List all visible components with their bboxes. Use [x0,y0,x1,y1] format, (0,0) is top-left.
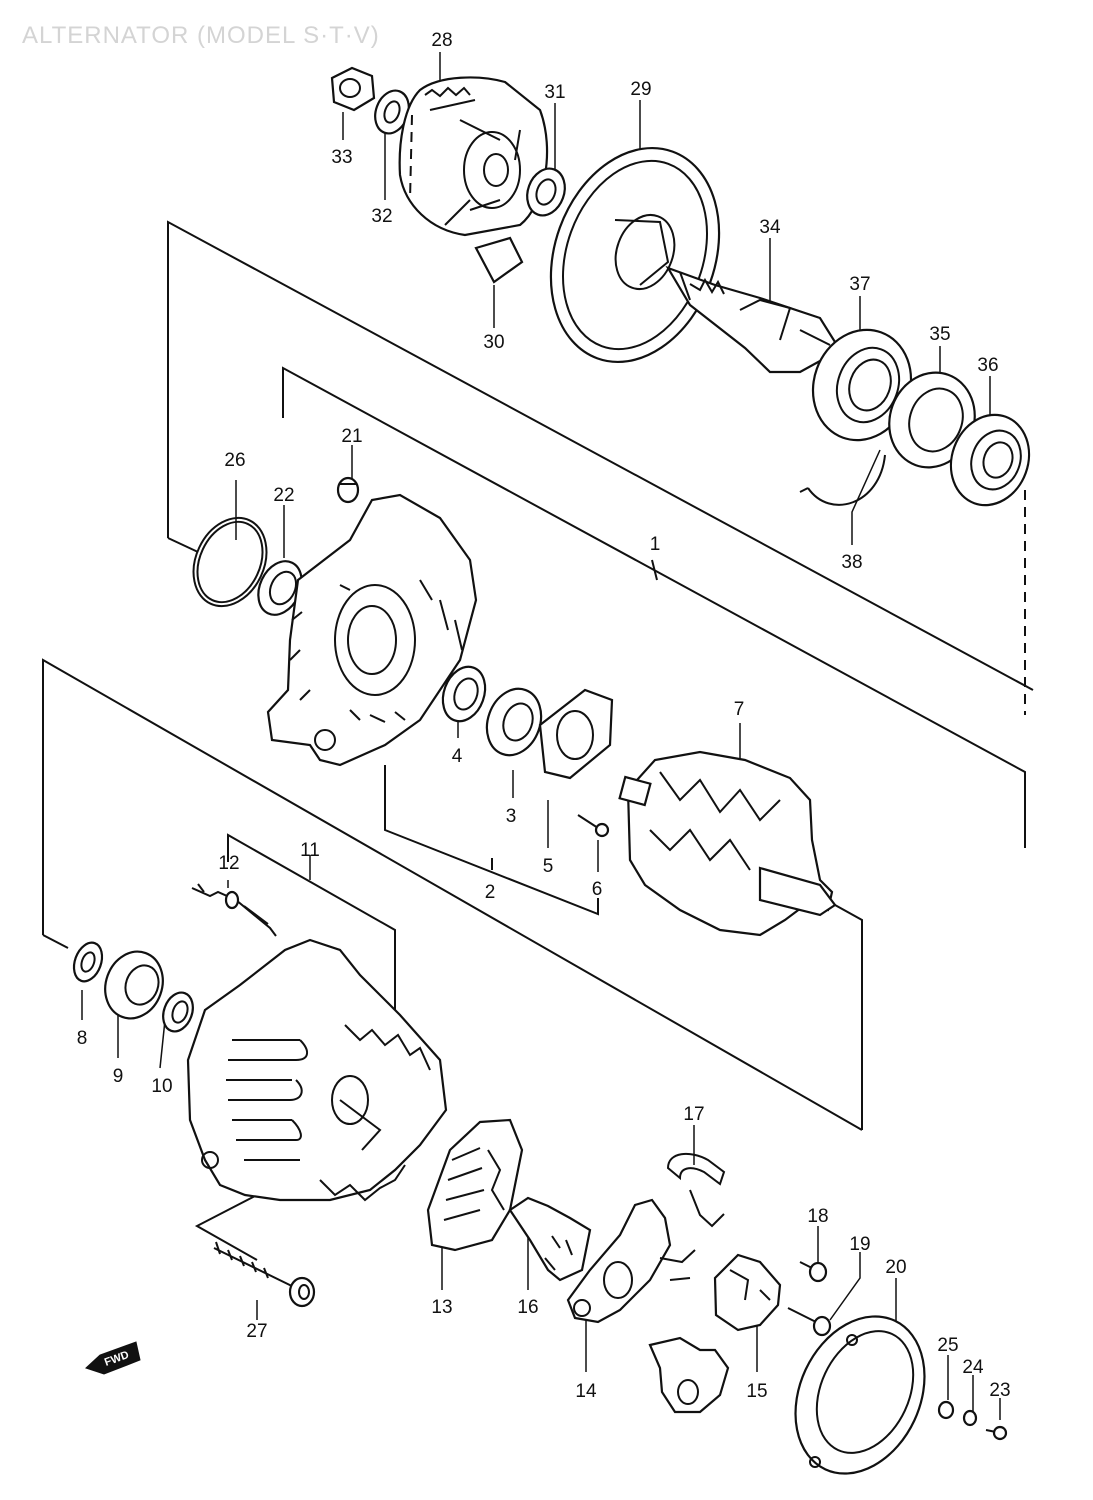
callout-33: 33 [331,147,352,168]
part-28-pulley [398,76,549,237]
callout-8: 8 [77,1028,88,1049]
callout-29: 29 [630,79,651,100]
callout-24: 24 [962,1357,984,1378]
part-8-washer [72,941,104,983]
callout-21: 21 [341,426,362,447]
callout-12: 12 [218,853,239,874]
part-29-flywheel [549,146,721,364]
callout-28: 28 [431,30,452,51]
callout-20: 20 [885,1257,906,1278]
callout-numbers: 1 2 3 4 5 6 7 8 9 10 11 12 13 14 15 16 1… [77,30,1011,1402]
part-10-seal [162,991,194,1033]
part-33-nut [330,66,376,112]
callout-30: 30 [483,332,504,353]
part-17-connector [666,1152,726,1228]
callout-23: 23 [989,1380,1010,1401]
callout-34: 34 [759,217,781,238]
part-18-screw [799,1261,828,1283]
callout-5: 5 [543,856,554,877]
part-14-regulator-bracket [566,1198,696,1324]
callout-27: 27 [246,1321,267,1342]
callout-6: 6 [592,879,603,900]
part-14-lower-piece [648,1336,730,1414]
part-23-screw [985,1425,1008,1441]
part-22-seal [257,560,303,616]
part-31-spacer [526,167,566,217]
callout-36: 36 [977,355,998,376]
callout-31: 31 [544,82,565,103]
callout-1: 1 [650,534,661,555]
part-4-spacer [441,665,487,723]
callout-32: 32 [371,206,392,227]
callout-26: 26 [224,450,245,471]
callout-16: 16 [517,1297,538,1318]
callout-35: 35 [929,324,950,345]
part-36-bearing [949,413,1031,507]
part-38-circlip [799,454,886,506]
part-9-bearing [104,950,164,1020]
part-7-rotor [618,750,837,937]
drive-end-housing [266,493,478,767]
callout-22: 22 [273,485,294,506]
callout-7: 7 [734,699,745,720]
part-34-shaft [665,265,842,374]
callout-37: 37 [849,274,870,295]
part-19-screw [787,1307,832,1337]
part-26-o-ring [192,516,268,608]
part-27-bolt [213,1241,316,1308]
forward-arrow-icon: FWD [85,1341,141,1375]
part-12-stud [191,883,277,937]
callout-11: 11 [300,840,320,861]
callout-3: 3 [506,806,517,827]
diagram-title: ALTERNATOR (MODEL S·T·V) [22,22,380,49]
callout-38: 38 [841,552,862,573]
callout-15: 15 [746,1381,767,1402]
part-25-washer [937,1400,955,1420]
part-13-rectifier [426,1118,524,1252]
part-3-bearing [485,687,543,757]
part-20-rear-cover [794,1315,926,1475]
leader-lines [81,52,1001,1420]
part-11-stator-housing [186,938,448,1202]
callout-17: 17 [683,1104,704,1125]
callout-2: 2 [485,882,496,903]
callout-4: 4 [452,746,463,767]
part-5-retainer-plate [538,688,614,780]
part-6-screw [577,814,610,838]
callout-9: 9 [113,1066,124,1087]
part-24-nut [962,1409,978,1427]
part-15-terminal-block [713,1253,782,1332]
part-30-woodruff-key [474,236,524,284]
callout-18: 18 [807,1206,828,1227]
part-21-bolt [336,476,360,504]
part-16-brush-holder [508,1196,592,1282]
callout-10: 10 [151,1076,172,1097]
callout-14: 14 [575,1381,597,1402]
callout-13: 13 [431,1297,452,1318]
callout-19: 19 [849,1234,870,1255]
callout-25: 25 [937,1335,958,1356]
